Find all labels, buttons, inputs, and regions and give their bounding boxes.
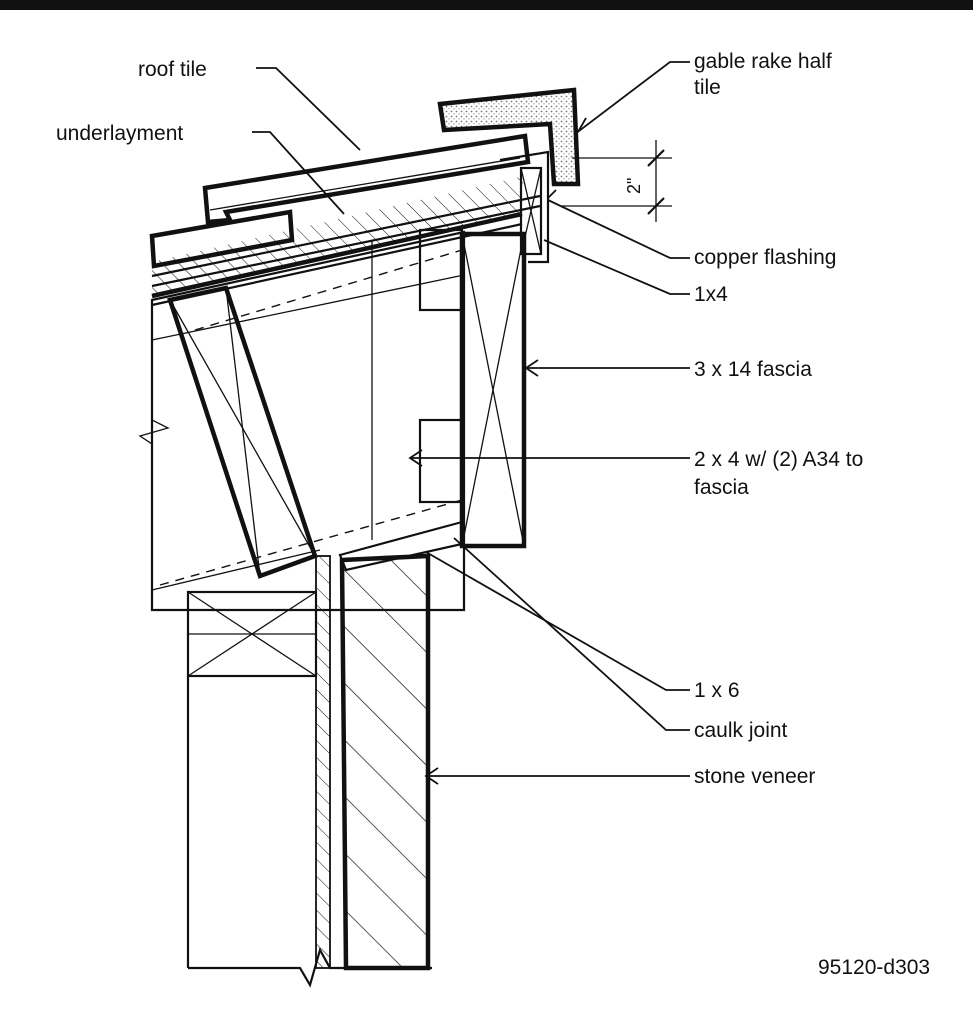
sheathing-layer [315,555,331,969]
top-border-bar [0,0,973,10]
label-1x4: 1x4 [694,283,728,306]
label-gable-rake-tile: tile [694,76,721,99]
one-by-four [519,166,543,256]
gable-rake-half-tile [437,87,581,187]
copper-flashing [499,150,550,264]
label-1x6: 1 x 6 [694,679,740,702]
break-symbol-left [138,405,170,610]
leader-lines [252,61,690,777]
drawing-id: 95120-d303 [818,956,930,979]
label-2x4-line2: fascia [694,476,749,499]
label-gable-rake-half-tile: gable rake half [694,50,832,73]
dimension-label: 2" [624,178,644,194]
fascia-3x14 [459,231,527,549]
label-roof-tile: roof tile [138,58,207,81]
label-stone-veneer: stone veneer [694,765,815,788]
stone-veneer [339,553,431,971]
label-2x4-line1: 2 x 4 w/ (2) A34 to [694,448,863,471]
label-caulk-joint: caulk joint [694,719,788,742]
dimension-2in: 2" [562,140,672,222]
label-underlayment: underlayment [56,122,183,145]
label-3x14-fascia: 3 x 14 fascia [694,358,812,381]
label-copper-flashing: copper flashing [694,246,836,269]
two-by-four-blocks [418,228,464,504]
rotated-blocking [167,285,318,579]
leader-arrowheads [408,117,587,785]
